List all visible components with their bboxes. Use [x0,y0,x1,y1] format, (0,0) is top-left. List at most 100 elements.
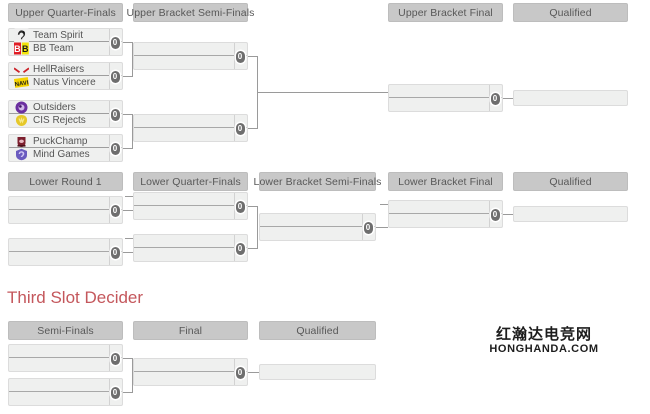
match-lower-r1-1[interactable]: 0 [8,196,123,224]
match-team-row[interactable]: HellRaisers [9,63,122,76]
round-header-lower-bracket-semi-finals: Lower Bracket Semi-Finals [254,172,381,191]
match-team-row[interactable] [9,252,122,265]
match-score-marker[interactable]: 0 [110,387,120,399]
match-score-marker[interactable]: 0 [235,123,245,135]
match-team-row[interactable] [134,43,247,56]
team-name: Natus Vincere [33,77,96,88]
connector [123,210,133,211]
score-separator [489,201,490,227]
match-team-row[interactable]: Outsiders [9,101,122,114]
match-score-marker[interactable]: 0 [490,93,500,105]
match-team-row[interactable] [134,248,247,261]
match-score-marker[interactable]: 0 [110,205,120,217]
match-upper-qf-3[interactable]: Outsiders CIS Rejects 0 [8,100,123,128]
match-team-row[interactable] [134,235,247,248]
match-third-sf-2[interactable]: 0 [8,378,123,406]
match-lower-final[interactable]: 0 [388,200,503,228]
match-upper-sf-1[interactable]: 0 [133,42,248,70]
match-team-row[interactable] [389,201,502,214]
match-score-marker[interactable]: 0 [110,353,120,365]
match-lower-qf-1[interactable]: 0 [133,192,248,220]
score-separator [234,43,235,69]
match-team-row[interactable] [9,345,122,358]
match-team-row[interactable]: PuckChamp [9,135,122,148]
match-lower-sf-1[interactable]: 0 [259,213,376,241]
slot-lower-qualified[interactable] [513,206,628,222]
match-team-row[interactable]: Mind Games [9,148,122,161]
match-score-marker[interactable]: 0 [110,143,120,155]
score-separator [489,85,490,111]
match-team-row[interactable] [134,115,247,128]
round-header-third-qualified: Qualified [259,321,376,340]
match-team-row[interactable] [9,379,122,392]
connector [248,372,259,373]
match-team-row[interactable] [134,56,247,69]
match-score-marker[interactable]: 0 [235,51,245,63]
svg-text:B: B [14,44,21,54]
match-team-row[interactable] [260,214,375,227]
match-team-row[interactable] [389,214,502,227]
score-separator [109,197,110,223]
match-lower-qf-2[interactable]: 0 [133,234,248,262]
score-separator [109,29,110,55]
match-team-row[interactable] [134,128,247,141]
section-title-third-slot-decider: Third Slot Decider [7,288,144,307]
match-team-row[interactable]: NAVI Natus Vincere [9,76,122,89]
match-team-row[interactable] [9,358,122,371]
slot-upper-qualified[interactable] [513,90,628,106]
match-team-row[interactable] [134,193,247,206]
hellraisers-logo [14,62,29,77]
match-team-row[interactable] [134,372,247,385]
match-team-row[interactable] [389,98,502,111]
svg-text:NAVI: NAVI [14,80,29,88]
match-lower-r1-2[interactable]: 0 [8,238,123,266]
match-upper-final[interactable]: 0 [388,84,503,112]
match-score-marker[interactable]: 0 [363,222,373,234]
connector [123,148,133,149]
score-separator [362,214,363,240]
match-score-marker[interactable]: 0 [235,201,245,213]
match-team-row[interactable] [389,85,502,98]
mind-games-logo [14,147,29,162]
svg-text:B: B [22,44,29,54]
connector [132,114,133,149]
match-upper-qf-1[interactable]: Team Spirit B B BB Team 0 [8,27,123,56]
match-third-final[interactable]: 0 [133,358,248,386]
score-separator [234,359,235,385]
match-score-marker[interactable]: 0 [110,37,120,49]
match-score-marker[interactable]: 0 [235,367,245,379]
match-score-marker[interactable]: 0 [490,209,500,221]
natus-vincere-logo: NAVI [14,75,29,90]
match-score-marker[interactable]: 0 [110,247,120,259]
match-team-row[interactable]: B B BB Team [9,42,122,55]
score-separator [109,63,110,89]
match-upper-qf-4[interactable]: PuckChamp Mind Games 0 [8,134,123,162]
match-upper-qf-2[interactable]: HellRaisers NAVI Natus Vincere 0 [8,62,123,90]
match-team-row[interactable] [9,210,122,223]
bb-team-logo: B B [14,41,29,56]
match-team-row[interactable] [134,359,247,372]
connector [257,92,388,93]
match-team-row[interactable]: CIS Rejects [9,114,122,127]
match-score-marker[interactable]: 0 [235,243,245,255]
match-upper-sf-2[interactable]: 0 [133,114,248,142]
team-spirit-logo [14,27,29,43]
slot-third-qualified[interactable] [259,364,376,380]
connector [248,56,258,57]
match-score-marker[interactable]: 0 [110,109,120,121]
connector [248,206,258,207]
match-team-row[interactable]: Team Spirit [9,27,122,43]
match-team-row[interactable] [9,197,122,210]
score-separator [234,115,235,141]
watermark-latin: HONGHANDA.COM [489,343,599,355]
match-team-row[interactable] [9,392,122,405]
match-team-row[interactable] [260,227,375,240]
connector [123,114,133,115]
connector [380,204,388,205]
score-separator [109,239,110,265]
connector [132,42,133,77]
match-team-row[interactable] [134,206,247,219]
match-third-sf-1[interactable]: 0 [8,344,123,372]
match-team-row[interactable] [9,239,122,252]
match-score-marker[interactable]: 0 [110,71,120,83]
